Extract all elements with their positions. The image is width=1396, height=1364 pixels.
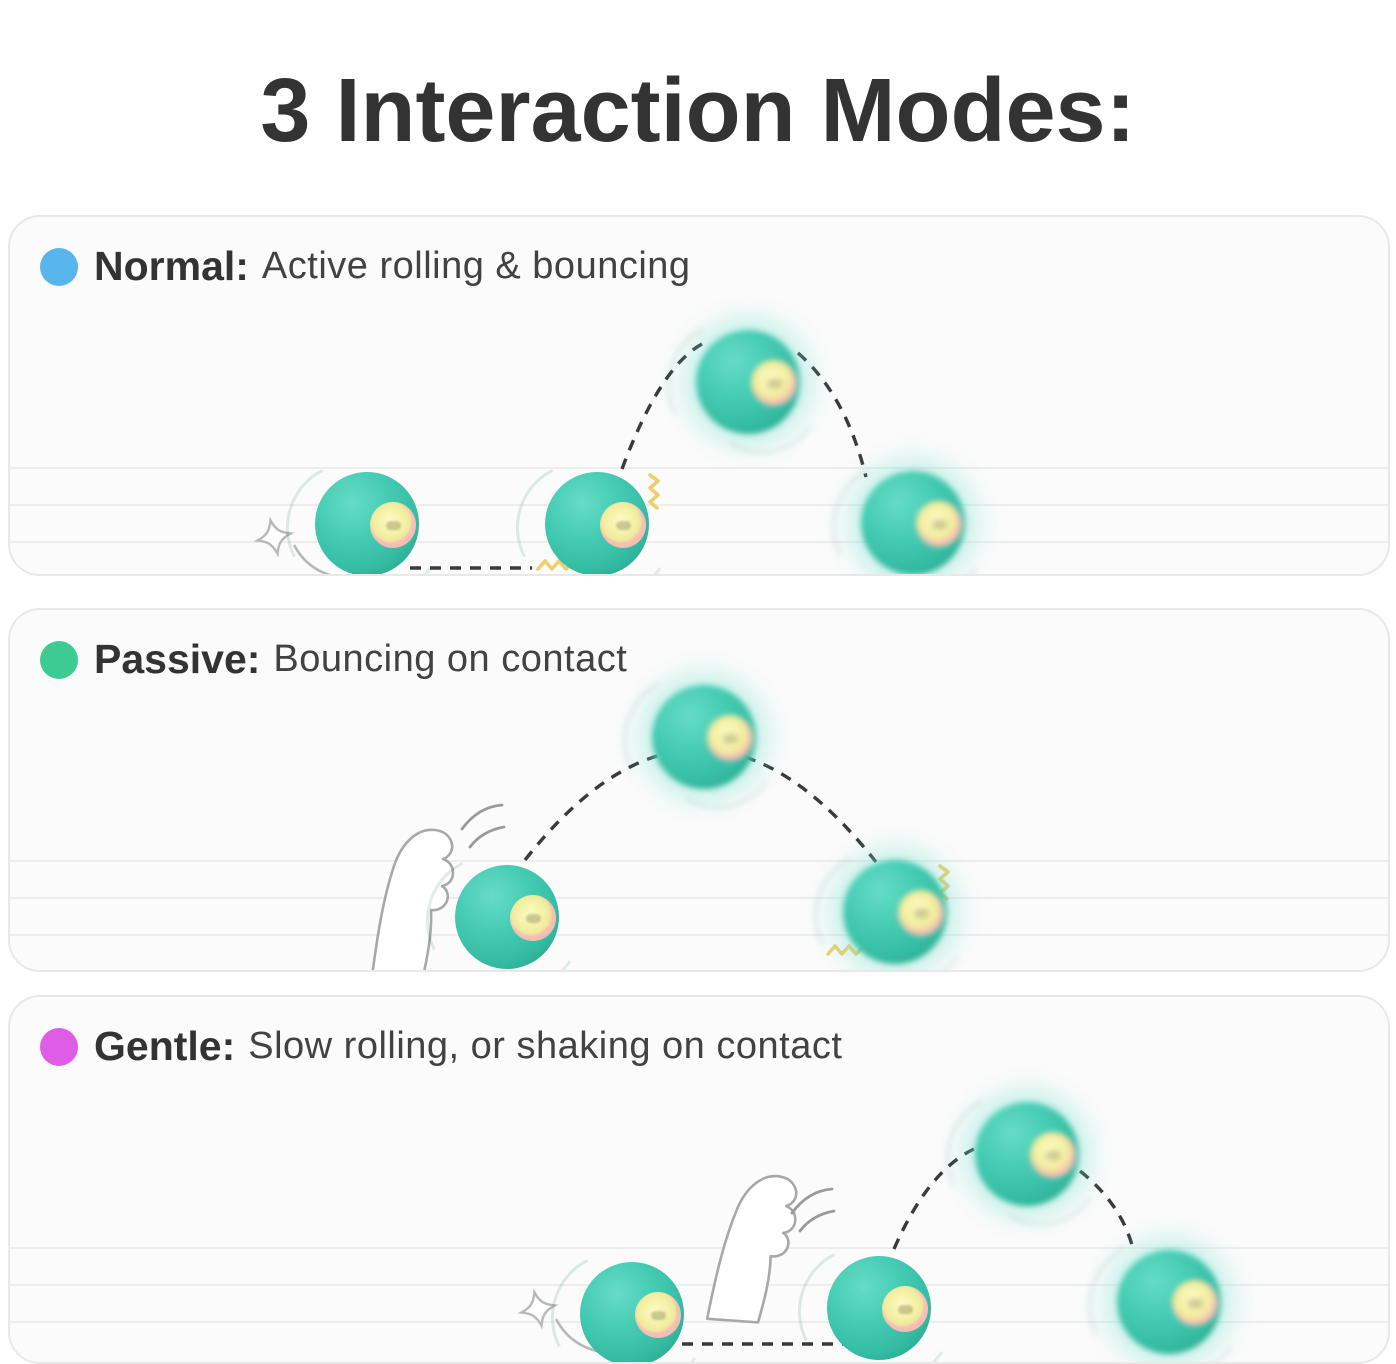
ball-logo: [1187, 1298, 1203, 1308]
smart-ball-bouncing: [696, 330, 800, 434]
page-title: 3 Interaction Modes:: [260, 61, 1136, 162]
ball-logo: [897, 1304, 913, 1314]
ball-logo: [913, 908, 929, 918]
floor-line: [10, 860, 1388, 862]
smart-ball-bouncing: [843, 860, 947, 964]
floor-line: [10, 897, 1388, 899]
ball-window: [1030, 1132, 1076, 1178]
mode-description: Bouncing on contact: [273, 638, 628, 680]
mode-description: Slow rolling, or shaking on contact: [248, 1025, 843, 1067]
mode-panel-normal: Normal: Active rolling & bouncing: [8, 215, 1390, 576]
smart-ball: [455, 865, 559, 969]
trajectory-graphic-gentle: [517, 1147, 1134, 1355]
ball-logo: [525, 913, 541, 923]
ball-logo: [722, 733, 738, 743]
mode-panel-gentle: Gentle: Slow rolling, or shaking on cont…: [8, 995, 1390, 1364]
ball-window: [370, 502, 416, 548]
ball-logo: [650, 1310, 666, 1320]
bounce-arc-down: [796, 351, 868, 478]
mode-label: Normal:: [94, 243, 249, 289]
mode-header-gentle: Gentle: Slow rolling, or shaking on cont…: [40, 1023, 842, 1070]
mode-panel-passive: Passive: Bouncing on contact: [8, 608, 1390, 972]
mode-label: Passive:: [94, 636, 261, 682]
floor-line: [10, 467, 1388, 469]
ball-logo: [766, 378, 782, 388]
cat-paw-icon: [705, 1174, 798, 1324]
mode-color-dot-passive: [40, 640, 78, 679]
ball-logo: [615, 520, 631, 530]
ball-window: [510, 895, 556, 941]
smart-ball: [827, 1256, 931, 1360]
floor-line: [10, 541, 1388, 543]
ball-window: [751, 360, 797, 406]
mode-color-dot-normal: [40, 247, 78, 286]
smart-ball-bouncing: [861, 471, 965, 574]
floor-line: [10, 504, 1388, 506]
ball-window: [916, 501, 962, 547]
smart-ball-bouncing: [1117, 1250, 1221, 1354]
bounce-arc-up: [620, 342, 703, 470]
sparkle-icon: [253, 516, 295, 558]
paw-motion-lines: [460, 803, 506, 849]
mode-label: Gentle:: [94, 1023, 236, 1069]
ball-window: [898, 890, 944, 936]
ball-window: [600, 502, 646, 548]
smart-ball-bouncing: [652, 685, 756, 789]
smart-ball: [580, 1262, 684, 1362]
mode-color-dot-gentle: [40, 1027, 78, 1066]
ball-window: [635, 1292, 681, 1338]
floor-line: [10, 934, 1388, 936]
ball-window: [882, 1286, 928, 1332]
smart-ball-bouncing: [975, 1102, 1079, 1206]
smart-ball: [545, 472, 649, 574]
floor-line: [10, 1247, 1388, 1249]
ball-logo: [931, 519, 947, 529]
mode-header-normal: Normal: Active rolling & bouncing: [40, 243, 691, 290]
ball-window: [1172, 1280, 1218, 1326]
ball-logo: [1045, 1150, 1061, 1160]
ball-logo: [385, 520, 401, 530]
mode-description: Active rolling & bouncing: [261, 245, 691, 287]
paw-motion-lines: [790, 1187, 836, 1233]
sparkle-icon: [517, 1288, 559, 1330]
mode-header-passive: Passive: Bouncing on contact: [40, 636, 627, 683]
floor-line: [10, 1284, 1388, 1286]
smart-ball: [315, 472, 419, 574]
ball-window: [707, 715, 753, 761]
